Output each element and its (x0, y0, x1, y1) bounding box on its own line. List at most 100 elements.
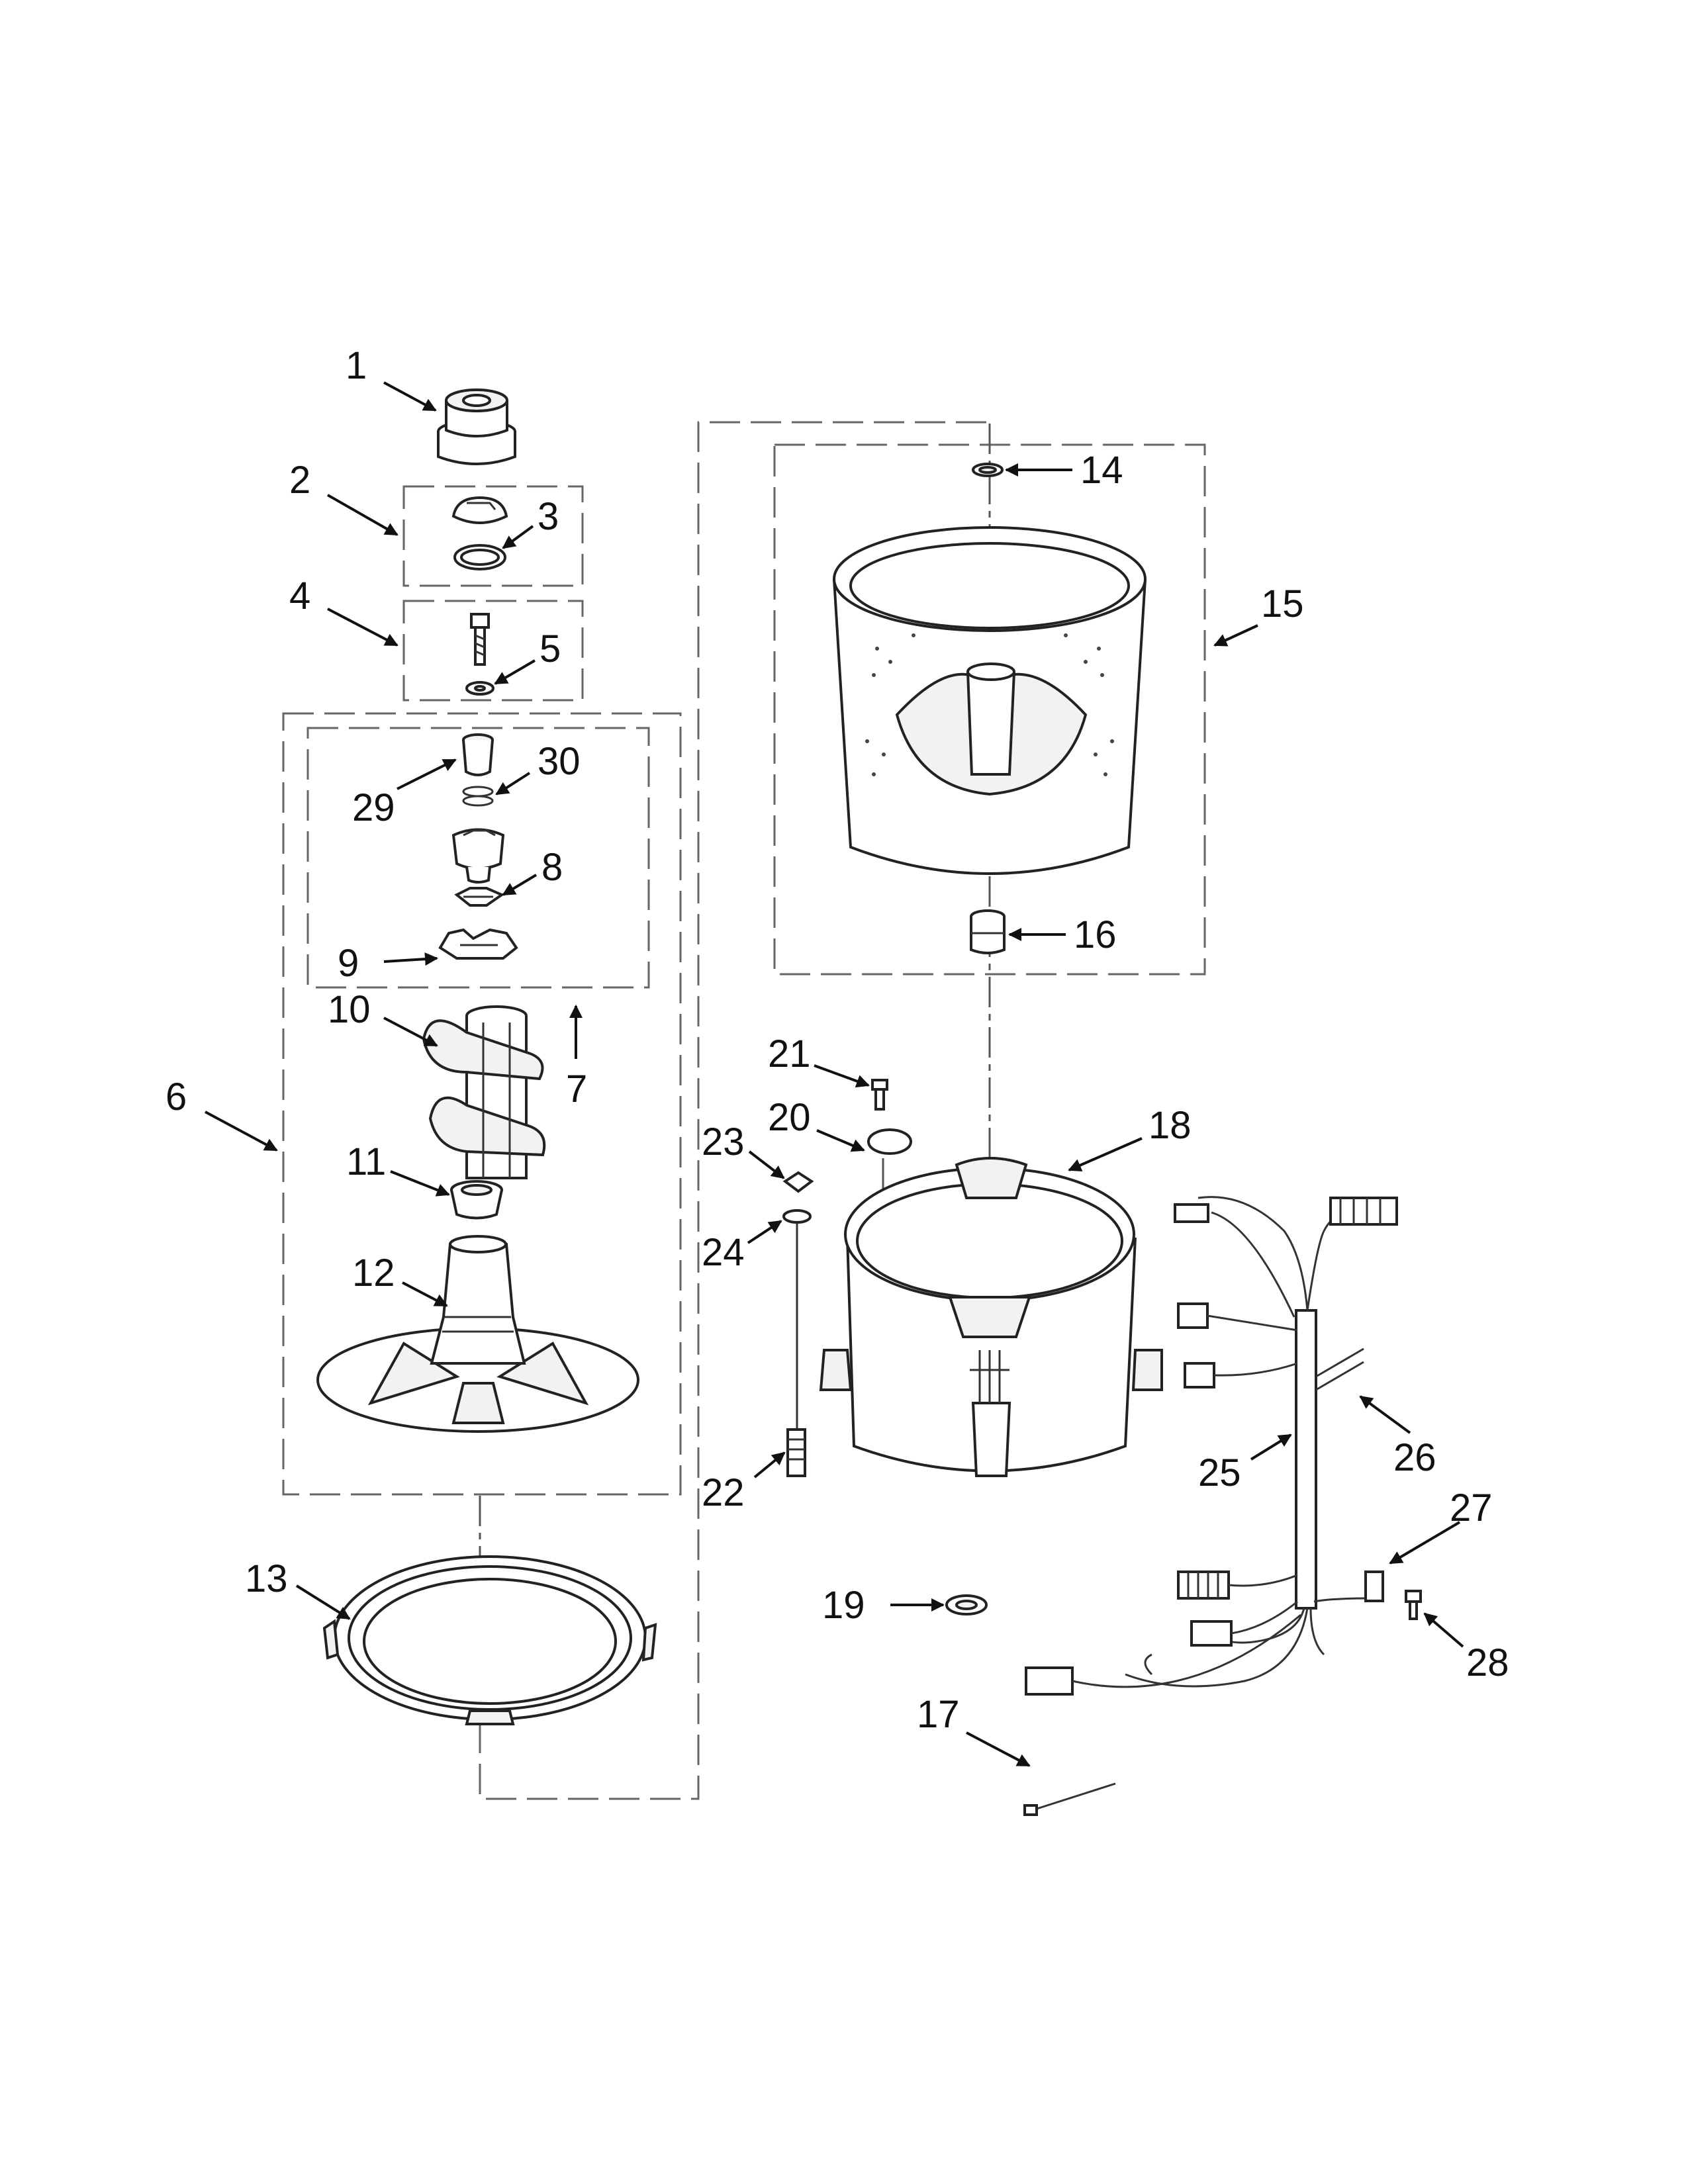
leader-30 (495, 772, 531, 796)
part-20-cover (867, 1128, 912, 1155)
callout-28: 28 (1466, 1641, 1509, 1684)
leader-26 (1359, 1395, 1411, 1434)
box-4 (402, 600, 584, 702)
callout-14: 14 (1080, 449, 1123, 492)
callout-24: 24 (702, 1231, 745, 1274)
box-6 (282, 712, 682, 1496)
harness-connector-f (1190, 1620, 1233, 1647)
part-3-o-ring (453, 544, 506, 570)
part-5-washer (465, 681, 494, 696)
leader-21 (814, 1064, 870, 1088)
callout-21: 21 (768, 1032, 811, 1075)
part-2-cap-assembly (451, 496, 508, 524)
part-16-hub (970, 909, 1006, 954)
part-13-tub-ring (322, 1555, 657, 1725)
callout-20: 20 (768, 1096, 811, 1139)
callout-29: 29 (352, 786, 395, 829)
leader-4 (327, 608, 399, 647)
callout-19: 19 (822, 1584, 865, 1627)
callout-9: 9 (338, 942, 359, 985)
part-9-dog-cam (438, 928, 518, 960)
leader-22 (753, 1451, 786, 1479)
part-1-agitator-cap (437, 388, 516, 465)
callout-16: 16 (1074, 913, 1117, 956)
callout-2: 2 (289, 459, 310, 502)
callout-1: 1 (346, 344, 367, 387)
box-7 (306, 727, 650, 989)
harness-connector-d (1329, 1197, 1398, 1226)
part-12-agitator-base (316, 1235, 639, 1433)
leader-2 (327, 494, 399, 536)
part-14-seal (972, 463, 1004, 477)
callout-6: 6 (165, 1075, 187, 1118)
leader-5 (494, 659, 536, 685)
part-15-basket (833, 526, 1147, 875)
callout-23: 23 (702, 1120, 745, 1163)
part-26-hose (1313, 1347, 1371, 1603)
harness-connector-b (1177, 1302, 1209, 1329)
harness-connector-g (1025, 1666, 1074, 1696)
callout-7: 7 (566, 1068, 587, 1111)
callout-22: 22 (702, 1471, 745, 1514)
callout-30: 30 (538, 740, 581, 783)
part-17-tie-strap (1023, 1782, 1116, 1816)
leader-13 (295, 1584, 351, 1620)
part-cam-assembly (451, 828, 505, 884)
part-22-pressure-tube (786, 1223, 806, 1477)
box-tub-group (479, 421, 986, 1800)
part-29-sleeve (462, 733, 494, 776)
part-10-auger (422, 1005, 546, 1179)
part-8-dogs (454, 887, 505, 907)
part-25-wire-harness (1025, 1196, 1398, 1696)
part-23-cap (782, 1171, 814, 1193)
callout-labels: 1 2 3 4 5 6 7 8 9 10 11 12 13 14 15 16 1… (165, 344, 1509, 1736)
callout-3: 3 (538, 495, 559, 538)
part-18-outer-tub (819, 1157, 1163, 1477)
callout-17: 17 (917, 1693, 960, 1736)
leader-10 (383, 1017, 438, 1047)
part-30-spring (462, 786, 494, 807)
leader-27 (1389, 1521, 1461, 1565)
leader-15 (1213, 624, 1258, 647)
part-24-grommet (782, 1209, 812, 1224)
callout-25: 25 (1198, 1451, 1241, 1494)
leader-24 (747, 1220, 782, 1244)
box-2 (402, 485, 584, 587)
leader-29 (397, 758, 457, 790)
leader-9 (383, 952, 438, 966)
callout-5: 5 (539, 627, 561, 670)
callout-8: 8 (541, 846, 563, 889)
leader-18 (1068, 1137, 1143, 1171)
harness-connector-e (1177, 1570, 1230, 1600)
part-19-tub-seal (945, 1594, 988, 1615)
leader-20 (816, 1129, 865, 1152)
leader-28 (1423, 1612, 1464, 1648)
leader-17 (966, 1731, 1031, 1767)
callout-10: 10 (328, 988, 371, 1031)
leader-arrows (205, 381, 1464, 1767)
leader-8 (502, 874, 538, 896)
callout-12: 12 (352, 1251, 395, 1295)
callout-26: 26 (1393, 1436, 1436, 1479)
part-27-clamp (1364, 1570, 1384, 1602)
leader-23 (748, 1150, 785, 1179)
harness-connector-a (1174, 1203, 1209, 1223)
leader-3 (502, 525, 534, 549)
leader-6 (205, 1111, 278, 1152)
callout-27: 27 (1450, 1486, 1493, 1529)
harness-connector-c (1184, 1362, 1215, 1388)
callout-4: 4 (289, 574, 310, 617)
part-28-screw (1405, 1590, 1422, 1620)
callout-13: 13 (245, 1557, 288, 1600)
callout-15: 15 (1261, 582, 1304, 625)
part-4-bolt (470, 613, 490, 666)
part-11-bearing (450, 1180, 503, 1220)
part-21-screw (871, 1079, 888, 1111)
leader-12 (402, 1281, 448, 1307)
leader-1 (383, 381, 437, 412)
leader-25 (1250, 1433, 1292, 1461)
leader-11 (390, 1170, 450, 1197)
callout-11: 11 (346, 1140, 386, 1183)
callout-18: 18 (1149, 1104, 1192, 1147)
